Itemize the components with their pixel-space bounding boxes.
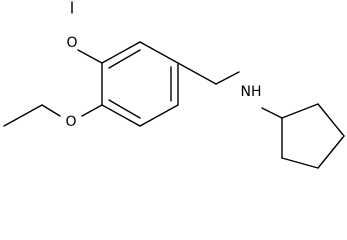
cyclopentyl-bond-2 — [317, 103, 345, 137]
ring-bond-c1-c2 — [139, 104, 179, 127]
o-ethyl-ch2-bond — [41, 104, 61, 117]
amine-label: NH — [241, 84, 262, 100]
ring-bond-c5-c6 — [139, 41, 179, 64]
ring-double-c4-c5 — [108, 49, 141, 69]
cyclopentyl-bond-3 — [317, 135, 345, 169]
ethyl-ch2-ch3-bond — [3, 104, 43, 127]
bonds — [3, 1, 345, 169]
chemical-structure: O O NH — [0, 0, 347, 174]
ring-double-c2-c3 — [108, 99, 141, 119]
ring-bond-c2-c3 — [101, 104, 141, 127]
o-ring-c4-bond — [77, 49, 103, 64]
ethoxy-oxygen-label: O — [65, 114, 76, 130]
ring-c3-o-bond — [81, 104, 103, 117]
canvas-background — [0, 0, 347, 174]
atom-labels: O O NH — [65, 35, 261, 130]
ch2-n-bond — [215, 71, 240, 85]
ring-bond-c4-c5 — [101, 41, 141, 64]
cyclopentyl-bond-4 — [281, 157, 319, 169]
ring-c1-ch2-bond — [177, 62, 217, 85]
methoxy-oxygen-label: O — [66, 35, 77, 51]
cyclopentyl-bond-1 — [281, 103, 319, 119]
n-cyclopentyl-bond — [261, 107, 283, 119]
